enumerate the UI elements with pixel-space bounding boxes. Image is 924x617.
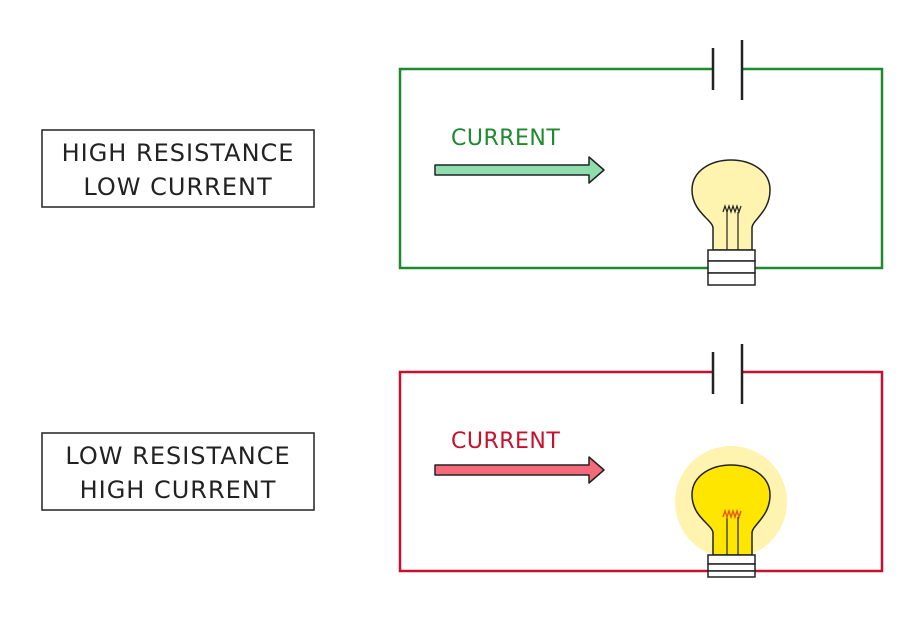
bottom-battery-icon bbox=[711, 344, 744, 404]
bottom-current-arrow bbox=[434, 456, 605, 484]
bottom-label-line2: HIGH CURRENT bbox=[80, 476, 277, 504]
bottom-panel: LOW RESISTANCE HIGH CURRENT CURRENT bbox=[41, 344, 884, 578]
bottom-current-label: CURRENT bbox=[451, 429, 560, 454]
top-battery-icon bbox=[711, 40, 744, 100]
bottom-lightbulb-icon bbox=[675, 446, 787, 578]
top-label-line2: LOW CURRENT bbox=[83, 173, 272, 201]
bottom-circuit-wire bbox=[398, 370, 884, 573]
top-circuit-wire bbox=[398, 67, 884, 270]
top-panel: HIGH RESISTANCE LOW CURRENT CURRENT bbox=[41, 40, 884, 286]
top-label-box: HIGH RESISTANCE LOW CURRENT bbox=[41, 129, 315, 208]
top-current-arrow bbox=[434, 156, 605, 184]
top-label-line1: HIGH RESISTANCE bbox=[62, 139, 295, 167]
top-lightbulb-icon bbox=[691, 159, 771, 286]
top-current-label: CURRENT bbox=[451, 126, 560, 151]
bottom-label-line1: LOW RESISTANCE bbox=[65, 442, 290, 470]
bottom-label-box: LOW RESISTANCE HIGH CURRENT bbox=[41, 432, 315, 511]
